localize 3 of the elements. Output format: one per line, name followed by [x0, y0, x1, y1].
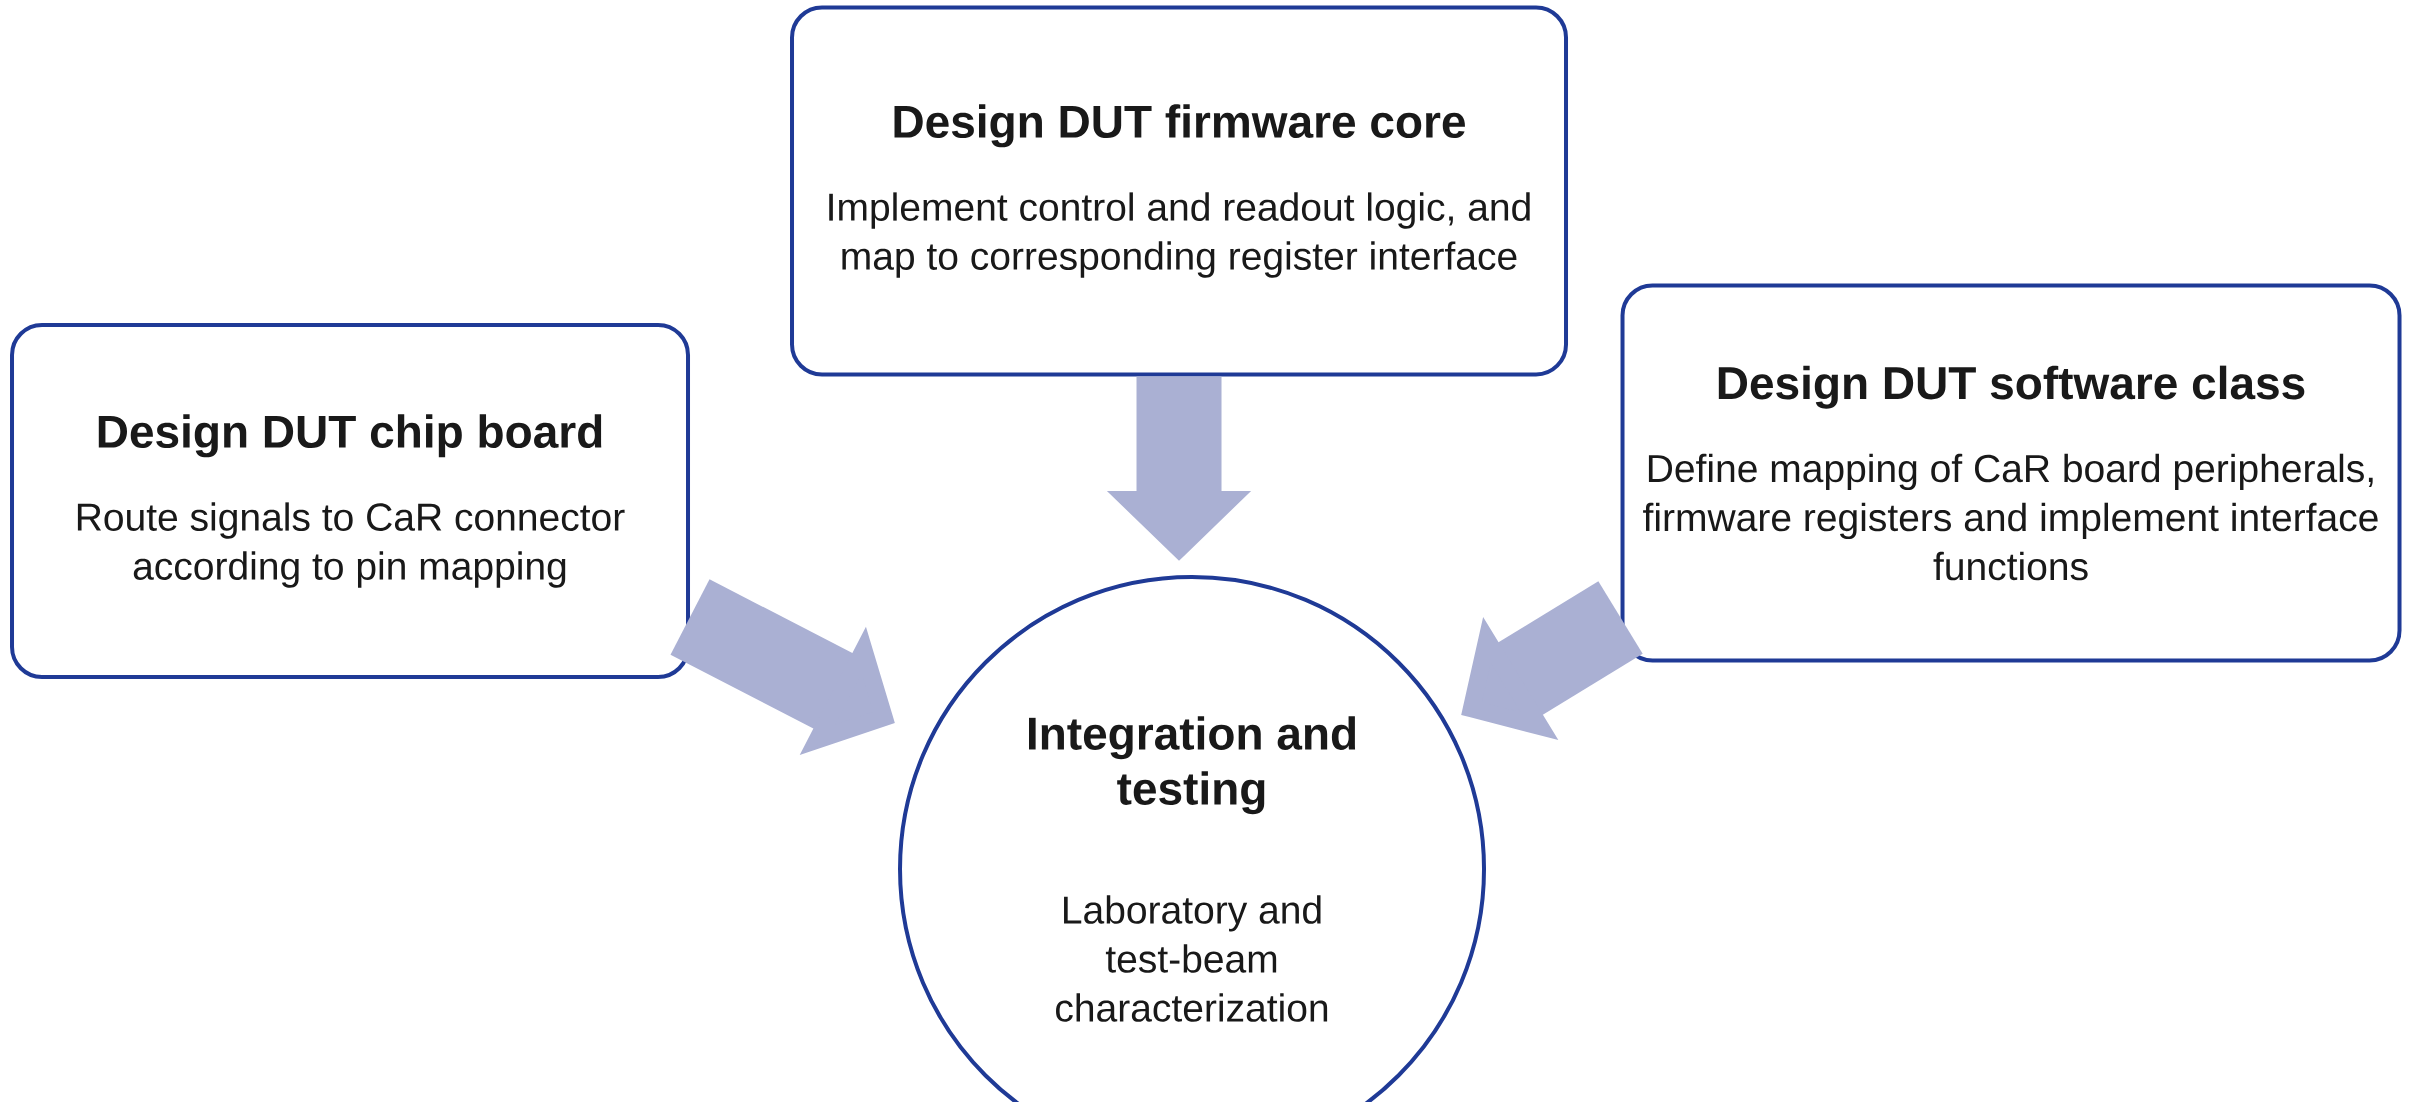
- process-box: Design DUT software class Define mapping of CaR board peripherals, firmware registers and implement interface functions: [1620, 283, 2402, 663]
- process-box: Design DUT firmware core Implement control and readout logic, and map to corresponding register interface: [790, 5, 1568, 377]
- process-box: Design DUT chip board Route signals to CaR connector according to pin mapping: [10, 323, 690, 679]
